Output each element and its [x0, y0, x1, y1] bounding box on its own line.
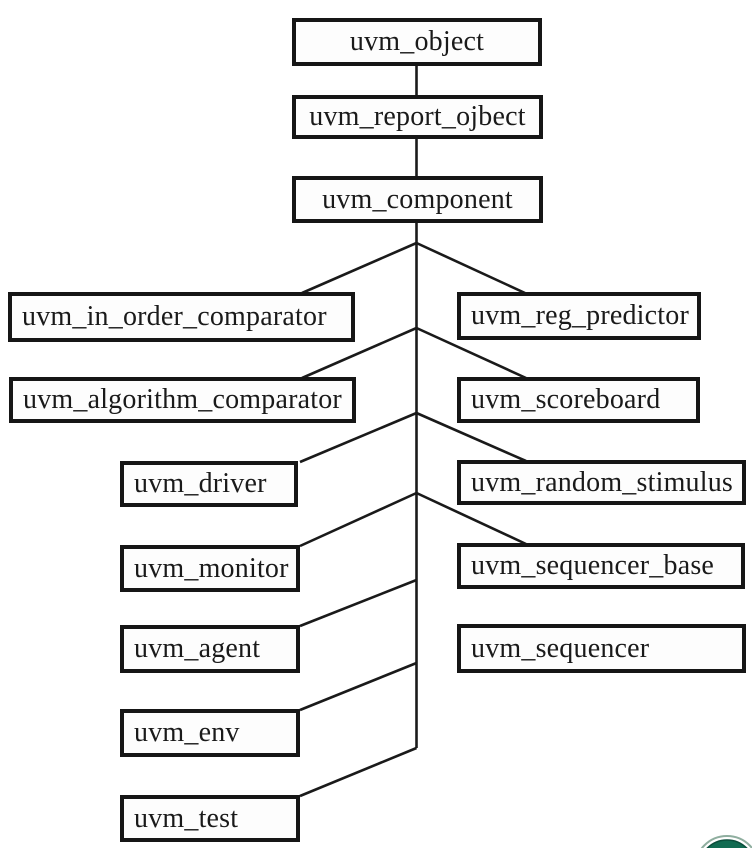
connector-to-reg-predictor: [415, 241, 526, 295]
node-uvm-monitor: uvm_monitor: [120, 545, 300, 592]
node-uvm-random-stimulus: uvm_random_stimulus: [457, 460, 746, 505]
node-uvm-reg-predictor: uvm_reg_predictor: [457, 292, 701, 340]
node-uvm-scoreboard: uvm_scoreboard: [457, 377, 700, 423]
node-uvm-agent: uvm_agent: [120, 625, 300, 673]
connector-to-monitor: [299, 491, 418, 548]
green-logo-icon: [700, 835, 752, 848]
node-uvm-sequencer: uvm_sequencer: [457, 624, 746, 673]
connector-to-in-order-comparator: [301, 241, 418, 295]
node-uvm-component: uvm_component: [292, 176, 543, 223]
node-uvm-in-order-comparator: uvm_in_order_comparator: [8, 292, 355, 342]
node-uvm-algorithm-comparator: uvm_algorithm_comparator: [9, 377, 356, 423]
node-uvm-report-ojbect: uvm_report_ojbect: [292, 95, 543, 139]
connector-to-algorithm-comparator: [301, 326, 418, 380]
node-uvm-object: uvm_object: [292, 18, 542, 66]
connector-to-driver: [299, 411, 418, 464]
node-uvm-driver: uvm_driver: [120, 461, 298, 507]
node-uvm-test: uvm_test: [120, 795, 300, 842]
connector-to-sequencer-base: [415, 491, 527, 546]
node-uvm-sequencer-base: uvm_sequencer_base: [457, 543, 745, 589]
node-uvm-env: uvm_env: [120, 709, 300, 757]
connector-to-random-stimulus: [415, 411, 527, 463]
connector-to-scoreboard: [415, 326, 527, 380]
connector-to-test: [299, 746, 417, 798]
connector-to-env: [299, 661, 417, 712]
connector-to-agent: [299, 578, 417, 628]
